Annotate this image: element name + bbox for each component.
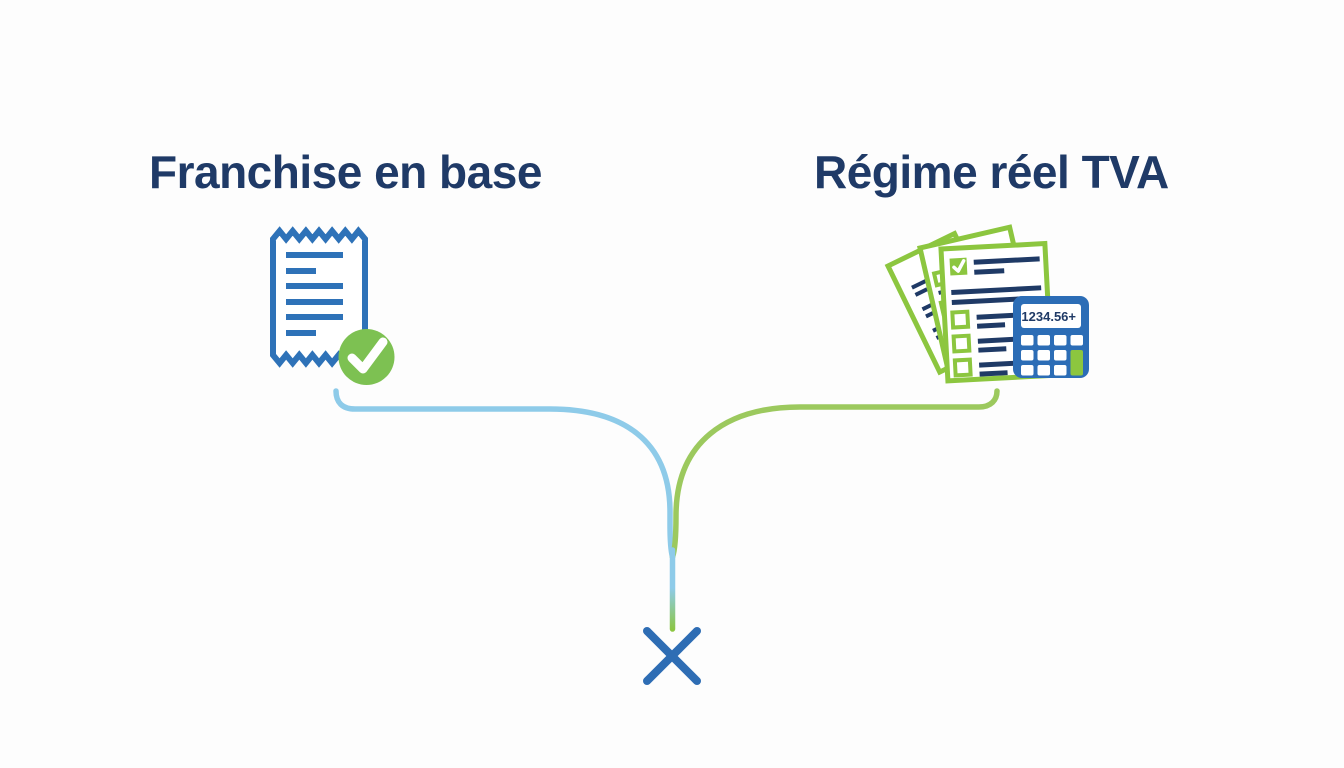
calculator-display	[1021, 304, 1081, 328]
checked-checkbox-icon	[949, 257, 968, 276]
documents-calculator-icon: 1234.56+	[884, 224, 1089, 384]
left-branch-line	[333, 388, 676, 560]
calculator-green-button	[1070, 350, 1083, 376]
calculator-buttons	[1021, 335, 1083, 376]
left-option-title: Franchise en base	[149, 146, 542, 198]
calculator-display-value: 1234.56+	[1021, 309, 1076, 324]
receipt-with-checkmark-icon	[270, 226, 395, 385]
right-branch-line	[669, 388, 1000, 560]
checkmark-badge-icon	[338, 329, 395, 385]
empty-checkboxes	[950, 309, 973, 378]
x-mark-icon	[643, 627, 701, 685]
right-option-title: Régime réel TVA	[814, 146, 1169, 198]
receipt-text-lines	[286, 252, 343, 336]
calculator-icon: 1234.56+	[1013, 296, 1089, 378]
